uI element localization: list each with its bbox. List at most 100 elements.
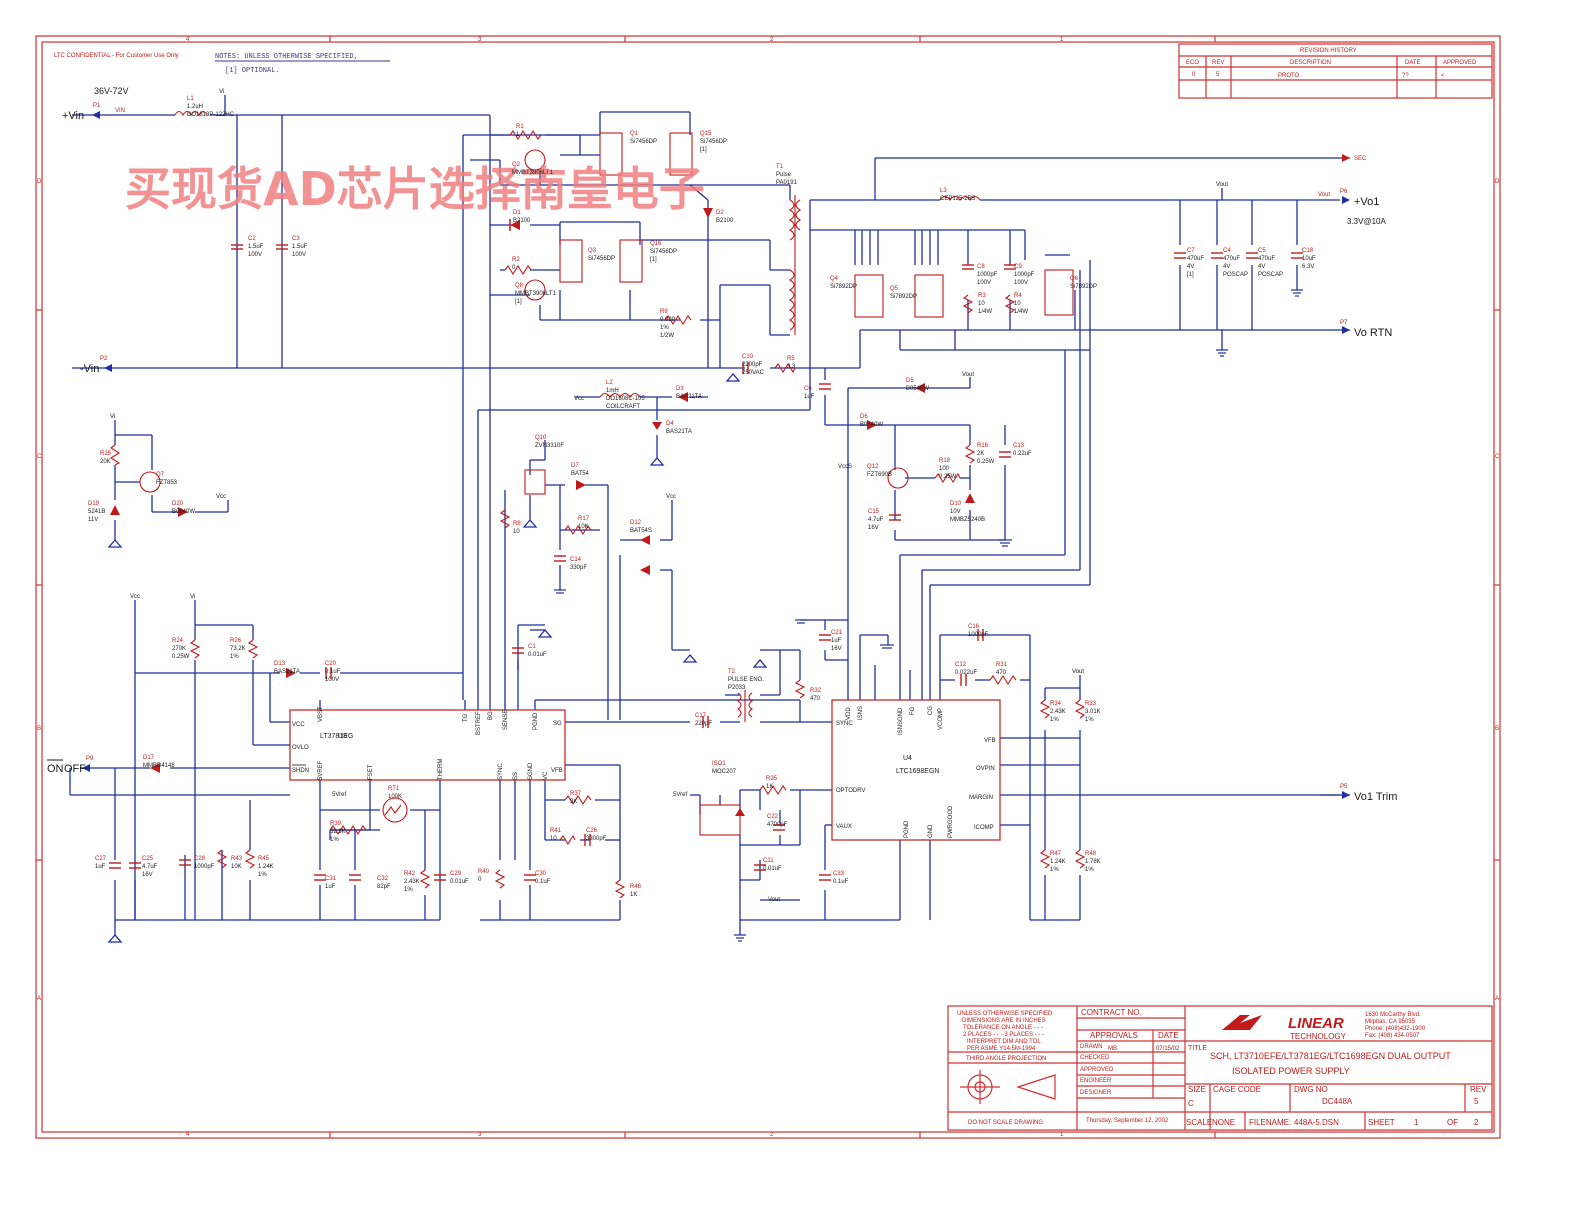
component-label-c4-refdes: C4 (1223, 248, 1231, 254)
component-label-r48-value: 1.78K (1085, 859, 1101, 865)
tb-filename-label: FILENAME: (1249, 1118, 1291, 1127)
component-label-q16-refdes: Q16 (650, 241, 662, 247)
component-label-c31-refdes: C31 (325, 876, 337, 882)
component-label-r35-value: 1K (766, 784, 773, 790)
component-label-c30-value: 0.1uF (535, 879, 551, 885)
net-label-vi: Vi (219, 89, 224, 95)
tb-approvals: APPROVALS (1090, 1031, 1138, 1040)
component-label-c28-value: 1000pF (194, 864, 215, 870)
component-label-q7-value: FZT853 (156, 480, 178, 486)
component-label-d12-refdes: D12 (630, 520, 642, 526)
net-label-vout: Vout (768, 897, 780, 903)
component-label-c10-value: 2200pF (742, 362, 763, 368)
drawing-frame: 4 3 2 1 4 3 2 1 D C B A D C B A (35, 35, 1501, 1139)
tb-of-label: OF (1447, 1118, 1458, 1127)
component-label-c5-value: 470uF (1258, 256, 1275, 262)
net-label-vref: 5Vref (673, 792, 687, 798)
component-label-r3-refdes: R3 (978, 293, 986, 299)
component-label-c4-value: POSCAP (1223, 272, 1248, 278)
u3-part: LT3781EG (320, 733, 353, 740)
u3-pin-pgnd: PGND (533, 712, 539, 730)
u4-pin-ovpin: OVPIN (976, 766, 995, 772)
tb-contract: CONTRACT NO. (1081, 1008, 1142, 1017)
revision-cell: < (1441, 73, 1445, 79)
component-label-q12-value: FZT690B (867, 472, 892, 478)
grid-col-label: 2 (770, 37, 774, 43)
component-label-r33-value: 1% (1085, 717, 1094, 723)
u3-pin-fset: FSET (368, 764, 374, 780)
component-label-r48-refdes: R48 (1085, 851, 1097, 857)
component-label-r34-value: 1% (1050, 717, 1059, 723)
u4-pin-isns: ISNS (858, 706, 864, 720)
component-label-c7-value: 470uF (1187, 256, 1204, 262)
title-block: UNLESS OTHERWISE SPECIFIED DIMENSIONS AR… (947, 1005, 1493, 1131)
confidential-note: LTC CONFIDENTIAL - For Customer Use Only (54, 53, 179, 59)
component-label-r1-refdes: R1 (516, 124, 524, 130)
component-label-q15-refdes: Q15 (700, 131, 712, 137)
tb-sheet-label: SHEET (1368, 1118, 1395, 1127)
net-label-vcc: Vcc (216, 494, 226, 500)
net-label-sec: SEC (1354, 156, 1367, 162)
u3-pin-tg: TG (463, 713, 469, 722)
component-label-c15-value: 16V (868, 525, 879, 531)
component-label-r17-refdes: R17 (578, 516, 590, 522)
component-label-d4-value: BAS21TA (666, 429, 692, 435)
component-label-q16-value: Si7456DP (650, 249, 677, 255)
component-label-r34-value: 2.43K (1050, 709, 1066, 715)
component-label-r31-value: 470 (996, 670, 1007, 676)
component-label-r9-value: 1% (660, 325, 669, 331)
tb-filename: 448A-5.DSN (1294, 1118, 1339, 1127)
component-label-c32-value: 82pF (377, 884, 391, 890)
component-label-q8-refdes: Q8 (515, 283, 524, 289)
net-label-vi: Vi (190, 594, 195, 600)
component-label-c10-value: 250VAC (742, 370, 765, 376)
component-label-c20-value: 100V (325, 677, 339, 683)
component-label-l2-value: 1mH (606, 388, 619, 394)
component-label-c4-value: 4V (1223, 264, 1230, 270)
component-label-r31-refdes: R31 (996, 662, 1008, 668)
component-label-c15-value: 4.7uF (868, 517, 884, 523)
component-label-c22-refdes: C22 (767, 814, 779, 820)
component-label-c3-value: 100V (292, 252, 306, 258)
u4-refdes: U4 (903, 755, 912, 762)
component-label-r9-value: 1/2W (660, 333, 674, 339)
component-label-c2-value: 1.5uF (248, 244, 264, 250)
vo1-trim-port: Vo1 Trim (1354, 791, 1397, 803)
u4-labels: U4 LTC1698EGN VDD ISNS ISNSGND FG CG VCO… (836, 706, 996, 838)
component-label-q6-refdes: Q6 (1070, 276, 1079, 282)
u3-pin-therm: THERM (438, 759, 444, 780)
onoff-port-off: OFF (64, 763, 86, 775)
component-label-d2-value: B2100 (716, 218, 734, 224)
tb-cage-label: CAGE CODE (1213, 1085, 1261, 1094)
component-label-r39-value: 52.3K (330, 829, 346, 835)
component-label-c14-refdes: C14 (570, 557, 582, 563)
company-address: Fax: (408) 434-0507 (1365, 1033, 1420, 1039)
tb-note: PER ASME Y14.5M-1994 (967, 1046, 1036, 1052)
component-label-d7-value: BAT54 (571, 471, 590, 477)
u4-pin-gnd: GND (928, 824, 934, 838)
component-label-q3-refdes: Q3 (588, 248, 597, 254)
grid-row-label: B (37, 726, 41, 732)
component-label-r5-value: 3.3 (787, 364, 796, 370)
net-label-vcc: Vcc (574, 396, 584, 402)
component-label-rt1-value: 100K (388, 794, 402, 800)
component-label-d10-refdes: D10 (950, 501, 962, 507)
component-label-c12-value: 0.022uF (955, 670, 977, 676)
component-label-q15-value: [1] (700, 147, 707, 153)
component-label-r43-refdes: R43 (231, 856, 243, 862)
component-symbols (82, 110, 1350, 943)
component-label-t2-refdes: T2 (728, 669, 736, 675)
component-label-r25-value: 20K (100, 459, 111, 465)
drawing-title-1: SCH, LT3710EFE/LT3781EG/LTC1698EGN DUAL … (1210, 1051, 1451, 1061)
component-label-r3-value: 1/4W (978, 309, 992, 315)
component-label-c22-value: 4700pF (767, 822, 788, 828)
component-label-r9-refdes: R9 (660, 309, 668, 315)
u3-refdes: U3 (338, 733, 347, 740)
u4-pin-sync: SYNC (836, 721, 853, 727)
vo1-rating: 3.3V@10A (1347, 217, 1386, 226)
component-label-d1-refdes: D1 (513, 210, 521, 216)
component-label-d13-refdes: D13 (274, 661, 286, 667)
revision-cell: 0 (1192, 72, 1196, 78)
component-label-l1-value: 1.2uH (187, 104, 203, 110)
component-label-d5-refdes: D5 (906, 378, 914, 384)
